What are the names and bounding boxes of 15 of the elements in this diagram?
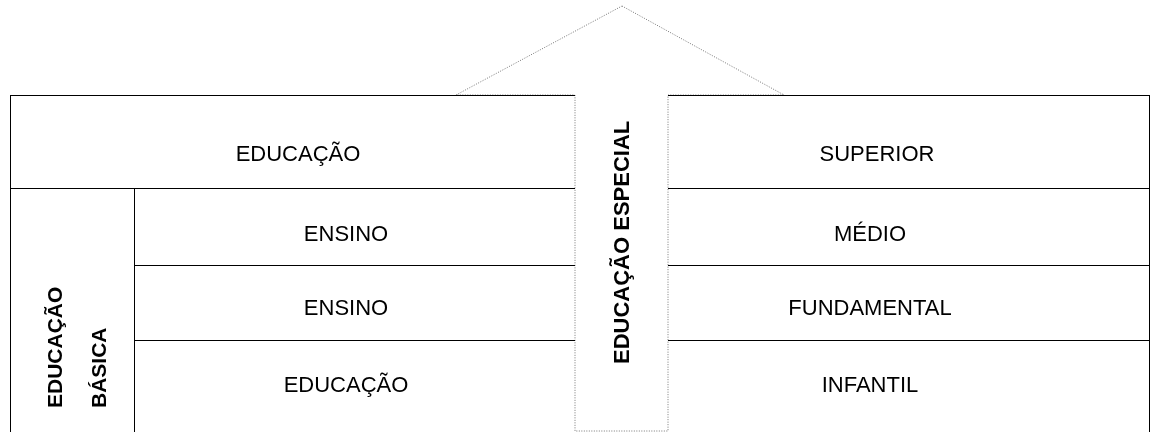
cell-text: ENSINO [303,295,389,321]
cell-text: SUPERIOR [819,141,935,167]
table-cell [668,340,1150,432]
table-cell [668,265,1150,340]
row-header-cell [10,188,135,432]
cell-text: EDUCAÇÃO [235,141,361,167]
table-cell [668,95,1150,189]
cell-text: EDUCAÇÃO [283,372,409,398]
vertical-heading: EDUCAÇÃO BÁSICA [42,285,111,408]
cell-text: FUNDAMENTAL [788,295,952,321]
table-cell [10,95,575,189]
arrow-label: EDUCAÇÃO ESPECIAL [608,119,635,367]
cell-text: ENSINO [303,221,389,247]
cell-text: INFANTIL [821,372,919,398]
cell-text: MÉDIO [833,221,907,247]
